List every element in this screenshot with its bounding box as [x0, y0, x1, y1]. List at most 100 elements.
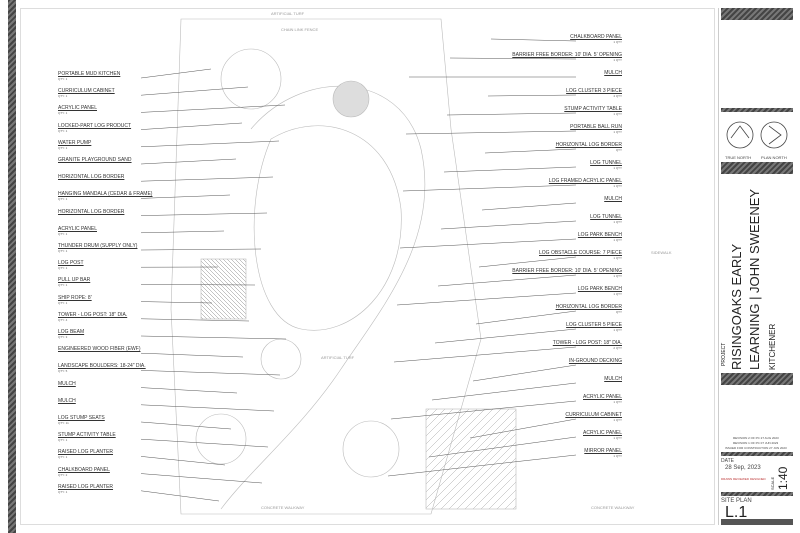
callout-name: LOG STUMP SEATS: [58, 415, 105, 421]
callout-qty: 2 QTY: [613, 346, 622, 350]
leader-line: [405, 130, 577, 135]
leader-line: [140, 284, 256, 286]
leader-line: [140, 438, 269, 448]
callout-name: RAISED LOG PLANTER: [58, 483, 114, 490]
callout-name: WATER PUMP: [58, 139, 92, 146]
callout-qty: 1 QTY: [613, 112, 622, 116]
callout-qty: 1 QTY: [613, 418, 622, 422]
leader-line: [140, 301, 213, 304]
scale-label: SCALE: [770, 476, 775, 490]
leader-line: [140, 352, 244, 358]
callout-qty: QTY: 1: [58, 128, 68, 133]
leader-line: [140, 212, 268, 216]
callout-name: LOG BEAM: [58, 329, 85, 335]
site-label: CHAIN LINK FENCE: [281, 27, 318, 32]
callout-qty: 1 QTY: [613, 220, 622, 224]
leader-line: [140, 194, 231, 199]
left-callout: HANGING MANDALA (CEDAR & FRAME)QTY: 1: [58, 192, 152, 202]
callout-qty: QTY: 1: [58, 111, 68, 116]
leader-line: [140, 176, 274, 182]
hatch-band: [721, 452, 793, 456]
callout-name: BARRIER FREE BORDER: 10' DIA. 5' OPENING: [512, 268, 622, 274]
left-callout: HORIZONTAL LOG BORDER: [58, 208, 125, 215]
right-callout: TOWER - LOG POST: 18" DIA.2 QTY: [553, 341, 622, 351]
callout-qty: QTY: 1: [58, 438, 68, 443]
site-label: CONCRETE WALKWAY: [591, 505, 635, 510]
leader-line: [140, 122, 243, 130]
leader-line: [481, 202, 577, 211]
leader-line: [469, 418, 577, 439]
leader-line: [140, 490, 220, 502]
left-callout: HORIZONTAL LOG BORDER: [58, 175, 124, 180]
leader-line: [387, 454, 577, 477]
right-callout: MULCH: [604, 377, 622, 382]
leader-line: [396, 292, 577, 306]
left-callout: THUNDER DRUM (SUPPLY ONLY)QTY: 1: [58, 244, 137, 254]
site-label: SIDEWALK: [651, 250, 672, 255]
callout-qty: QTY: 1: [58, 94, 68, 99]
callout-name: ACRYLIC PANEL: [58, 225, 97, 232]
callout-qty: 1 QTY: [613, 58, 622, 62]
true-north-label: TRUE NORTH: [725, 155, 752, 160]
leader-line: [449, 57, 577, 60]
mulch-zone: [253, 125, 402, 331]
callout-name: LOG POST: [58, 260, 84, 267]
title-block: TRUE NORTH PLAN NORTH PROJECT RISINGOAKS…: [718, 8, 794, 525]
revision-row: ISSUED FOR CONSTRUCTION 27 JUN 2023: [725, 446, 787, 450]
callout-name: PORTABLE BALL RUN: [570, 124, 622, 130]
sheet-number: L.1: [725, 504, 748, 521]
leader-line: [140, 335, 287, 340]
callout-qty: QTY: 2: [58, 472, 68, 477]
callout-name: HORIZONTAL LOG BORDER: [555, 304, 622, 310]
leader-line: [140, 387, 238, 394]
callout-qty: 1 QTY: [613, 166, 622, 170]
callout-name: GRANITE PLAYGROUND SAND: [58, 157, 132, 163]
leader-line: [446, 112, 577, 116]
leader-line: [140, 104, 286, 113]
callout-name: TOWER - LOG POST: 18" DIA.: [552, 340, 622, 346]
walkway-path: [220, 85, 426, 510]
callout-name: LOG TUNNEL: [590, 160, 622, 166]
leader-line: [484, 148, 577, 154]
leader-line: [140, 318, 250, 322]
left-callout: LANDSCAPE BOULDERS: 18-24" DIA.QTY: 5: [58, 364, 146, 374]
true-north-icon: [726, 121, 754, 149]
scale-value: 1:40: [776, 466, 790, 490]
callout-name: HORIZONTAL LOG BORDER: [58, 208, 125, 215]
callout-qty: QTY: 1: [58, 249, 68, 253]
left-callout: GRANITE PLAYGROUND SAND: [58, 158, 132, 163]
callout-name: MIRROR PANEL: [584, 448, 622, 454]
site-plan-drawing: ARTIFICIAL TURF CHAIN LINK FENCE ARTIFIC…: [140, 11, 672, 515]
north-arrows: [726, 121, 788, 149]
right-callout: MULCH: [604, 71, 622, 76]
callout-name: LOG CLUSTER 5 PIECE: [566, 322, 622, 328]
callout-qty: QTY: [615, 148, 622, 152]
leader-line: [393, 346, 577, 363]
callout-qty: QTY: [615, 310, 622, 314]
leader-line: [140, 86, 249, 96]
callout-name: RAISED LOG PLANTER: [58, 449, 114, 456]
leader-line: [140, 248, 262, 251]
callout-name: SHIP ROPE: 8': [58, 294, 92, 301]
callout-qty: 1 QTY: [613, 400, 622, 404]
callout-qty: 1 QTY: [613, 274, 622, 278]
callout-qty: QTY: 11: [58, 421, 69, 425]
callout-qty: QTY: 1: [58, 231, 68, 236]
hatch-band: [721, 373, 793, 385]
leader-line: [443, 166, 577, 173]
left-callout: MULCH: [58, 381, 76, 387]
date-value: 28 Sep, 2023: [725, 465, 761, 471]
callout-name: TOWER - LOG POST: 18" DIA.: [58, 311, 128, 318]
callout-name: THUNDER DRUM (SUPPLY ONLY): [58, 243, 138, 249]
